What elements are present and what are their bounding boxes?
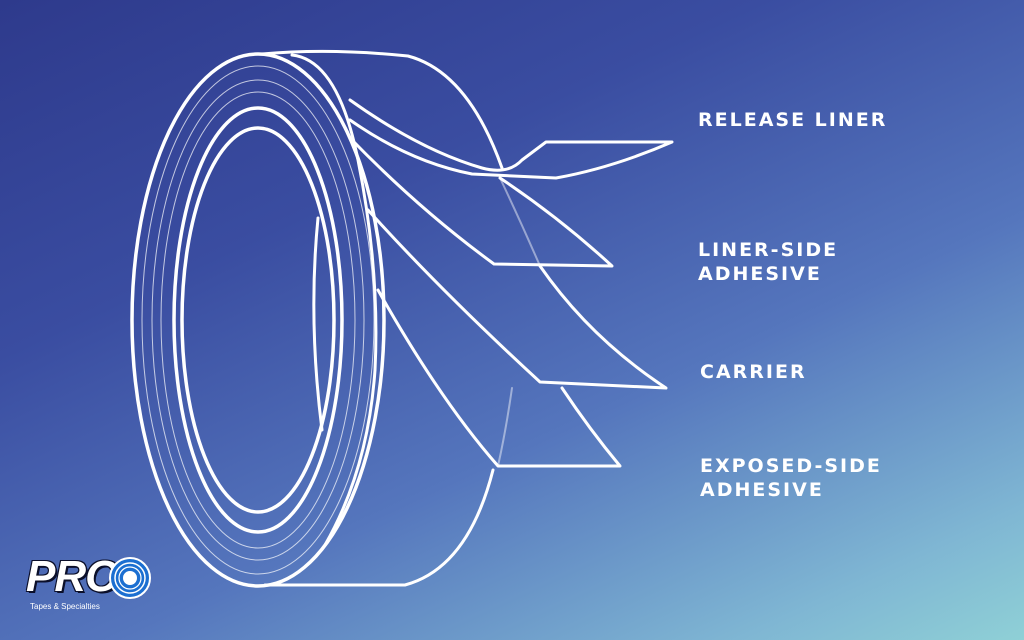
label-exposed-side-line2: ADHESIVE [700, 479, 824, 501]
label-liner-side-adhesive: LINER-SIDE ADHESIVE [698, 238, 838, 286]
roll-back-rim [290, 53, 378, 547]
roll-wrap-3 [160, 91, 356, 549]
label-release-liner-text: RELEASE LINER [698, 109, 888, 131]
layer-release-liner [348, 98, 674, 180]
pro-logo: PRO Tapes & Specialties [22, 550, 152, 618]
label-carrier-text: CARRIER [700, 361, 807, 383]
label-liner-side-line1: LINER-SIDE [698, 239, 839, 261]
roll-wrap-1 [141, 65, 375, 575]
layer-translucent-edge-2 [497, 387, 513, 467]
label-exposed-side-line1: EXPOSED-SIDE [700, 455, 882, 477]
label-exposed-side-adhesive: EXPOSED-SIDE ADHESIVE [700, 454, 882, 502]
roll-bottom-edge [263, 468, 495, 587]
label-release-liner: RELEASE LINER [698, 108, 887, 132]
roll-core-outer [172, 106, 344, 534]
layer-exposed-side-adhesive [376, 288, 622, 468]
roll-core-back [312, 216, 324, 432]
roll-core-inner [180, 126, 336, 514]
layer-liner-side-adhesive [350, 138, 614, 268]
tape-roll-icon [109, 557, 151, 599]
roll-outer-face [130, 52, 386, 588]
layer-carrier [366, 208, 668, 390]
pro-logo-tagline: Tapes & Specialties [30, 602, 100, 611]
roll-wrap-2 [151, 79, 365, 561]
layer-translucent-edge-1 [499, 177, 541, 267]
pro-logo-mark: PRO [26, 554, 152, 600]
label-liner-side-line2: ADHESIVE [698, 263, 822, 285]
roll-top-edge [260, 49, 504, 170]
label-carrier: CARRIER [700, 360, 807, 384]
pro-logo-wordmark: PRO [26, 552, 119, 601]
